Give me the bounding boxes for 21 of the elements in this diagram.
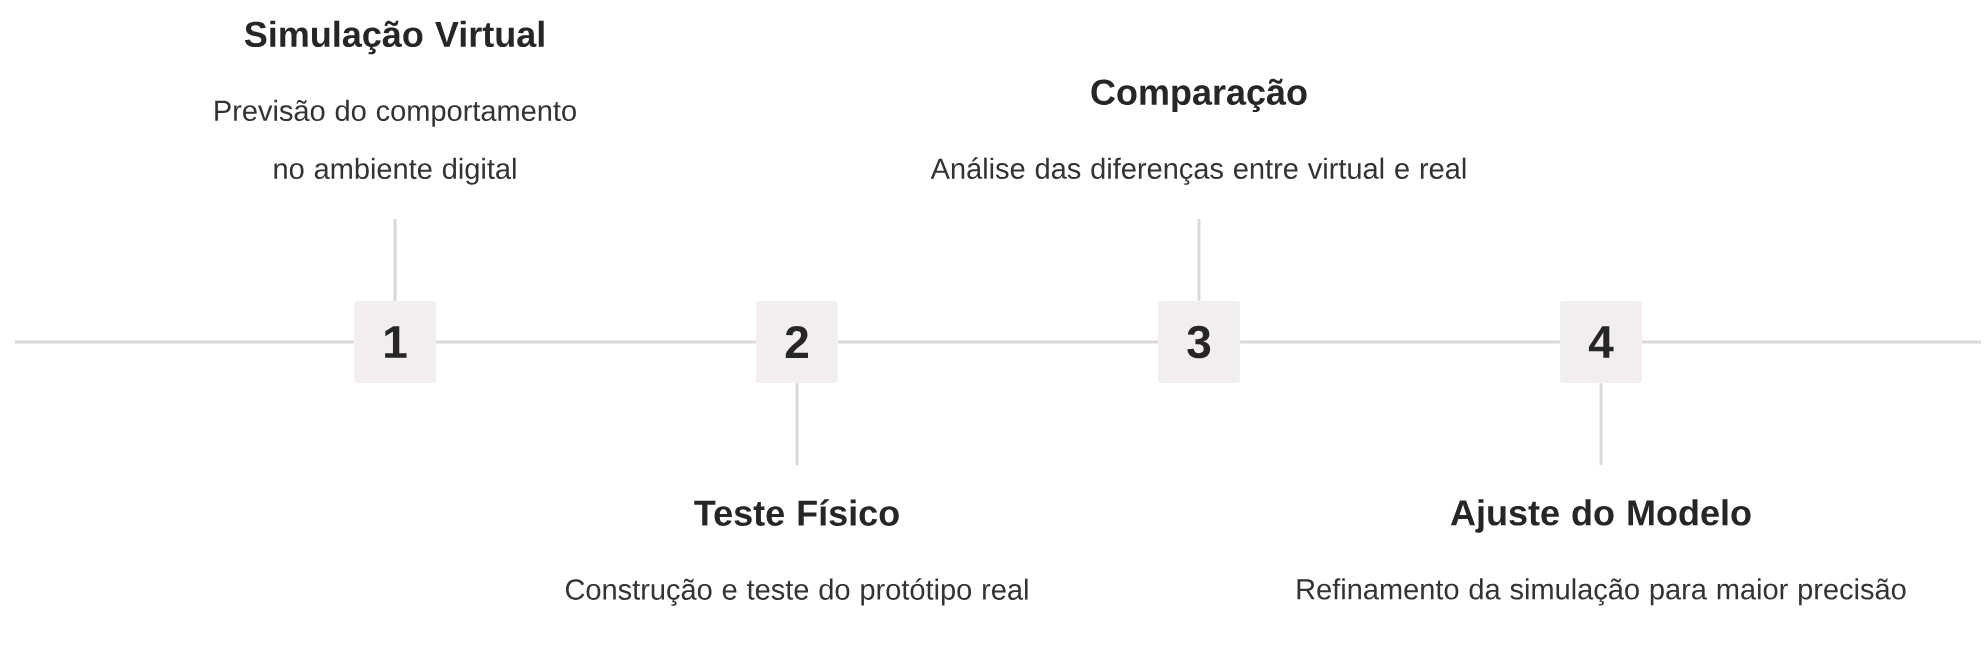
connector-line xyxy=(393,219,397,301)
timeline-line xyxy=(15,340,354,344)
step-description: Previsão do comportamento no ambiente digital xyxy=(215,99,576,185)
timeline-line xyxy=(1642,340,1981,344)
step-title: Teste Físico xyxy=(694,499,899,526)
timeline-line xyxy=(1240,340,1560,344)
timeline-line xyxy=(436,340,756,344)
number-box: 2 xyxy=(756,301,838,383)
connector-line xyxy=(795,383,799,465)
number-box: 1 xyxy=(354,301,436,383)
number-box: 3 xyxy=(1158,301,1240,383)
step-description: Construção e teste do protótipo real xyxy=(565,578,1028,606)
number-box: 4 xyxy=(1560,301,1642,383)
step-description: Refinamento da simulação para maior precisão xyxy=(1297,578,1906,606)
step-title: Ajuste do Modelo xyxy=(1450,499,1751,533)
connector-line xyxy=(1599,383,1603,465)
timeline-line xyxy=(838,340,1158,344)
step-description: Análise das diferenças entre virtual e real xyxy=(930,157,1466,185)
step-title: Simulação Virtual xyxy=(244,20,544,55)
step-title: Comparação xyxy=(1091,78,1307,113)
connector-line xyxy=(1197,219,1201,301)
